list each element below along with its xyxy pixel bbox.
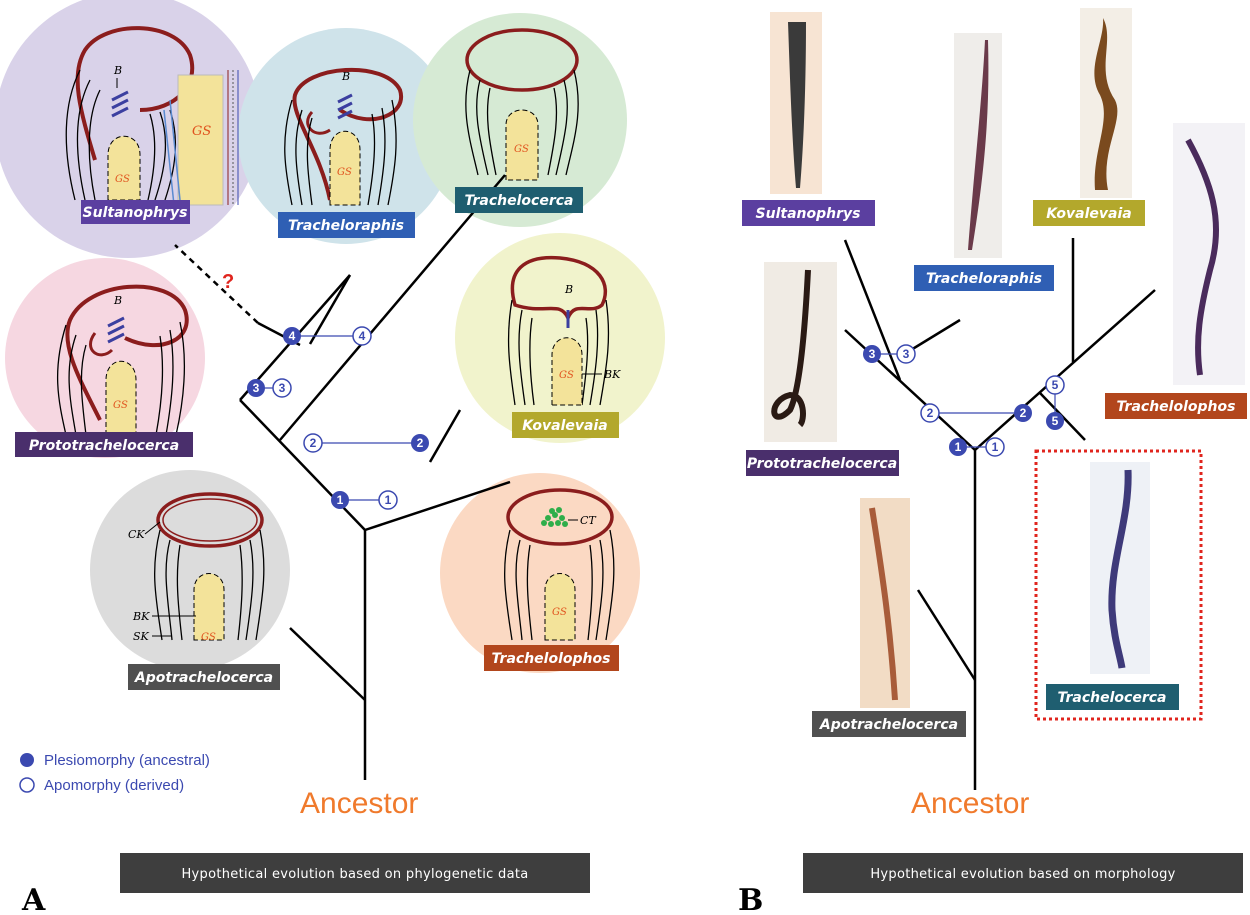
photo-trachelolophos: [1173, 123, 1245, 385]
svg-text:GS: GS: [559, 370, 574, 381]
svg-text:BK: BK: [603, 368, 621, 381]
label-kovalevaia-a: Kovalevaia: [522, 418, 607, 434]
char-label: 1: [955, 440, 962, 454]
svg-text:B: B: [113, 64, 122, 77]
char-label: 2: [310, 436, 317, 450]
label-prototrachelocerca-a: Prototrachelocerca: [29, 438, 179, 454]
svg-text:SK: SK: [133, 630, 150, 643]
char-label: 5: [1052, 414, 1059, 428]
svg-text:B: B: [113, 294, 122, 307]
svg-text:GS: GS: [552, 607, 567, 618]
panel-letter-b: B: [738, 883, 763, 915]
kovalevaia-circle: [455, 233, 665, 443]
svg-text:CK: CK: [128, 528, 145, 541]
label-trachelocerca-b: Trachelocerca: [1058, 690, 1167, 706]
ancestor-label-b: Ancestor: [911, 787, 1029, 820]
caption-b: Hypothetical evolution based on morpholo…: [870, 867, 1175, 882]
char-label: 4: [359, 329, 366, 343]
svg-text:BK: BK: [132, 610, 150, 623]
svg-text:GS: GS: [337, 167, 352, 178]
apotrachelocerca-circle: [90, 470, 290, 670]
caption-a: Hypothetical evolution based on phylogen…: [181, 867, 528, 882]
char-label: 5: [1052, 378, 1059, 392]
char-label: 1: [992, 440, 999, 454]
label-trachelolophos-b: Trachelolophos: [1117, 399, 1236, 415]
svg-text:GS: GS: [192, 124, 211, 139]
svg-text:GS: GS: [115, 174, 130, 185]
legend: Plesiomorphy (ancestral) Apomorphy (deri…: [20, 752, 210, 794]
svg-text:CT: CT: [580, 514, 597, 527]
label-trachelocerca-a: Trachelocerca: [465, 193, 574, 209]
char-label: 3: [903, 347, 910, 361]
char-label: 1: [337, 493, 344, 507]
svg-text:GS: GS: [113, 400, 128, 411]
char-label: 3: [869, 347, 876, 361]
char-label: 2: [417, 436, 424, 450]
prototrachelocerca-circle: [5, 258, 205, 458]
label-prototrachelocerca-b: Prototrachelocerca: [747, 456, 897, 472]
trachelolophos-circle: [440, 473, 640, 673]
label-tracheloraphis-a: Tracheloraphis: [288, 218, 404, 234]
svg-text:GS: GS: [201, 632, 216, 643]
label-tracheloraphis-b: Tracheloraphis: [926, 271, 1042, 287]
char-label: 2: [927, 406, 934, 420]
question-mark: ?: [222, 271, 234, 293]
legend-plesiomorphy-icon: [20, 753, 34, 767]
label-sultanophrys-a: Sultanophrys: [83, 205, 188, 221]
ancestor-label-a: Ancestor: [300, 787, 418, 820]
label-apotrachelocerca-b: Apotrachelocerca: [819, 717, 958, 733]
character-states-a: 1 1 2 2 3 3 4 4: [247, 327, 429, 509]
char-label: 3: [279, 381, 286, 395]
label-kovalevaia-b: Kovalevaia: [1046, 206, 1131, 222]
label-sultanophrys-b: Sultanophrys: [756, 206, 861, 222]
char-label: 2: [1020, 406, 1027, 420]
tree-a: [240, 175, 510, 780]
char-label: 3: [253, 381, 260, 395]
panel-letter-a: A: [21, 883, 46, 915]
char-label: 1: [385, 493, 392, 507]
specimen-photos: [764, 8, 1245, 708]
legend-apomorphy-text: Apomorphy (derived): [44, 777, 184, 794]
legend-apomorphy-icon: [20, 778, 34, 792]
label-trachelolophos-a: Trachelolophos: [492, 651, 611, 667]
svg-text:B: B: [341, 70, 350, 83]
label-apotrachelocerca-a: Apotrachelocerca: [134, 670, 273, 686]
char-label: 4: [289, 329, 296, 343]
svg-text:B: B: [564, 283, 573, 296]
photo-trachelocerca: [1090, 462, 1150, 674]
svg-text:GS: GS: [514, 144, 529, 155]
legend-plesiomorphy-text: Plesiomorphy (ancestral): [44, 752, 210, 769]
